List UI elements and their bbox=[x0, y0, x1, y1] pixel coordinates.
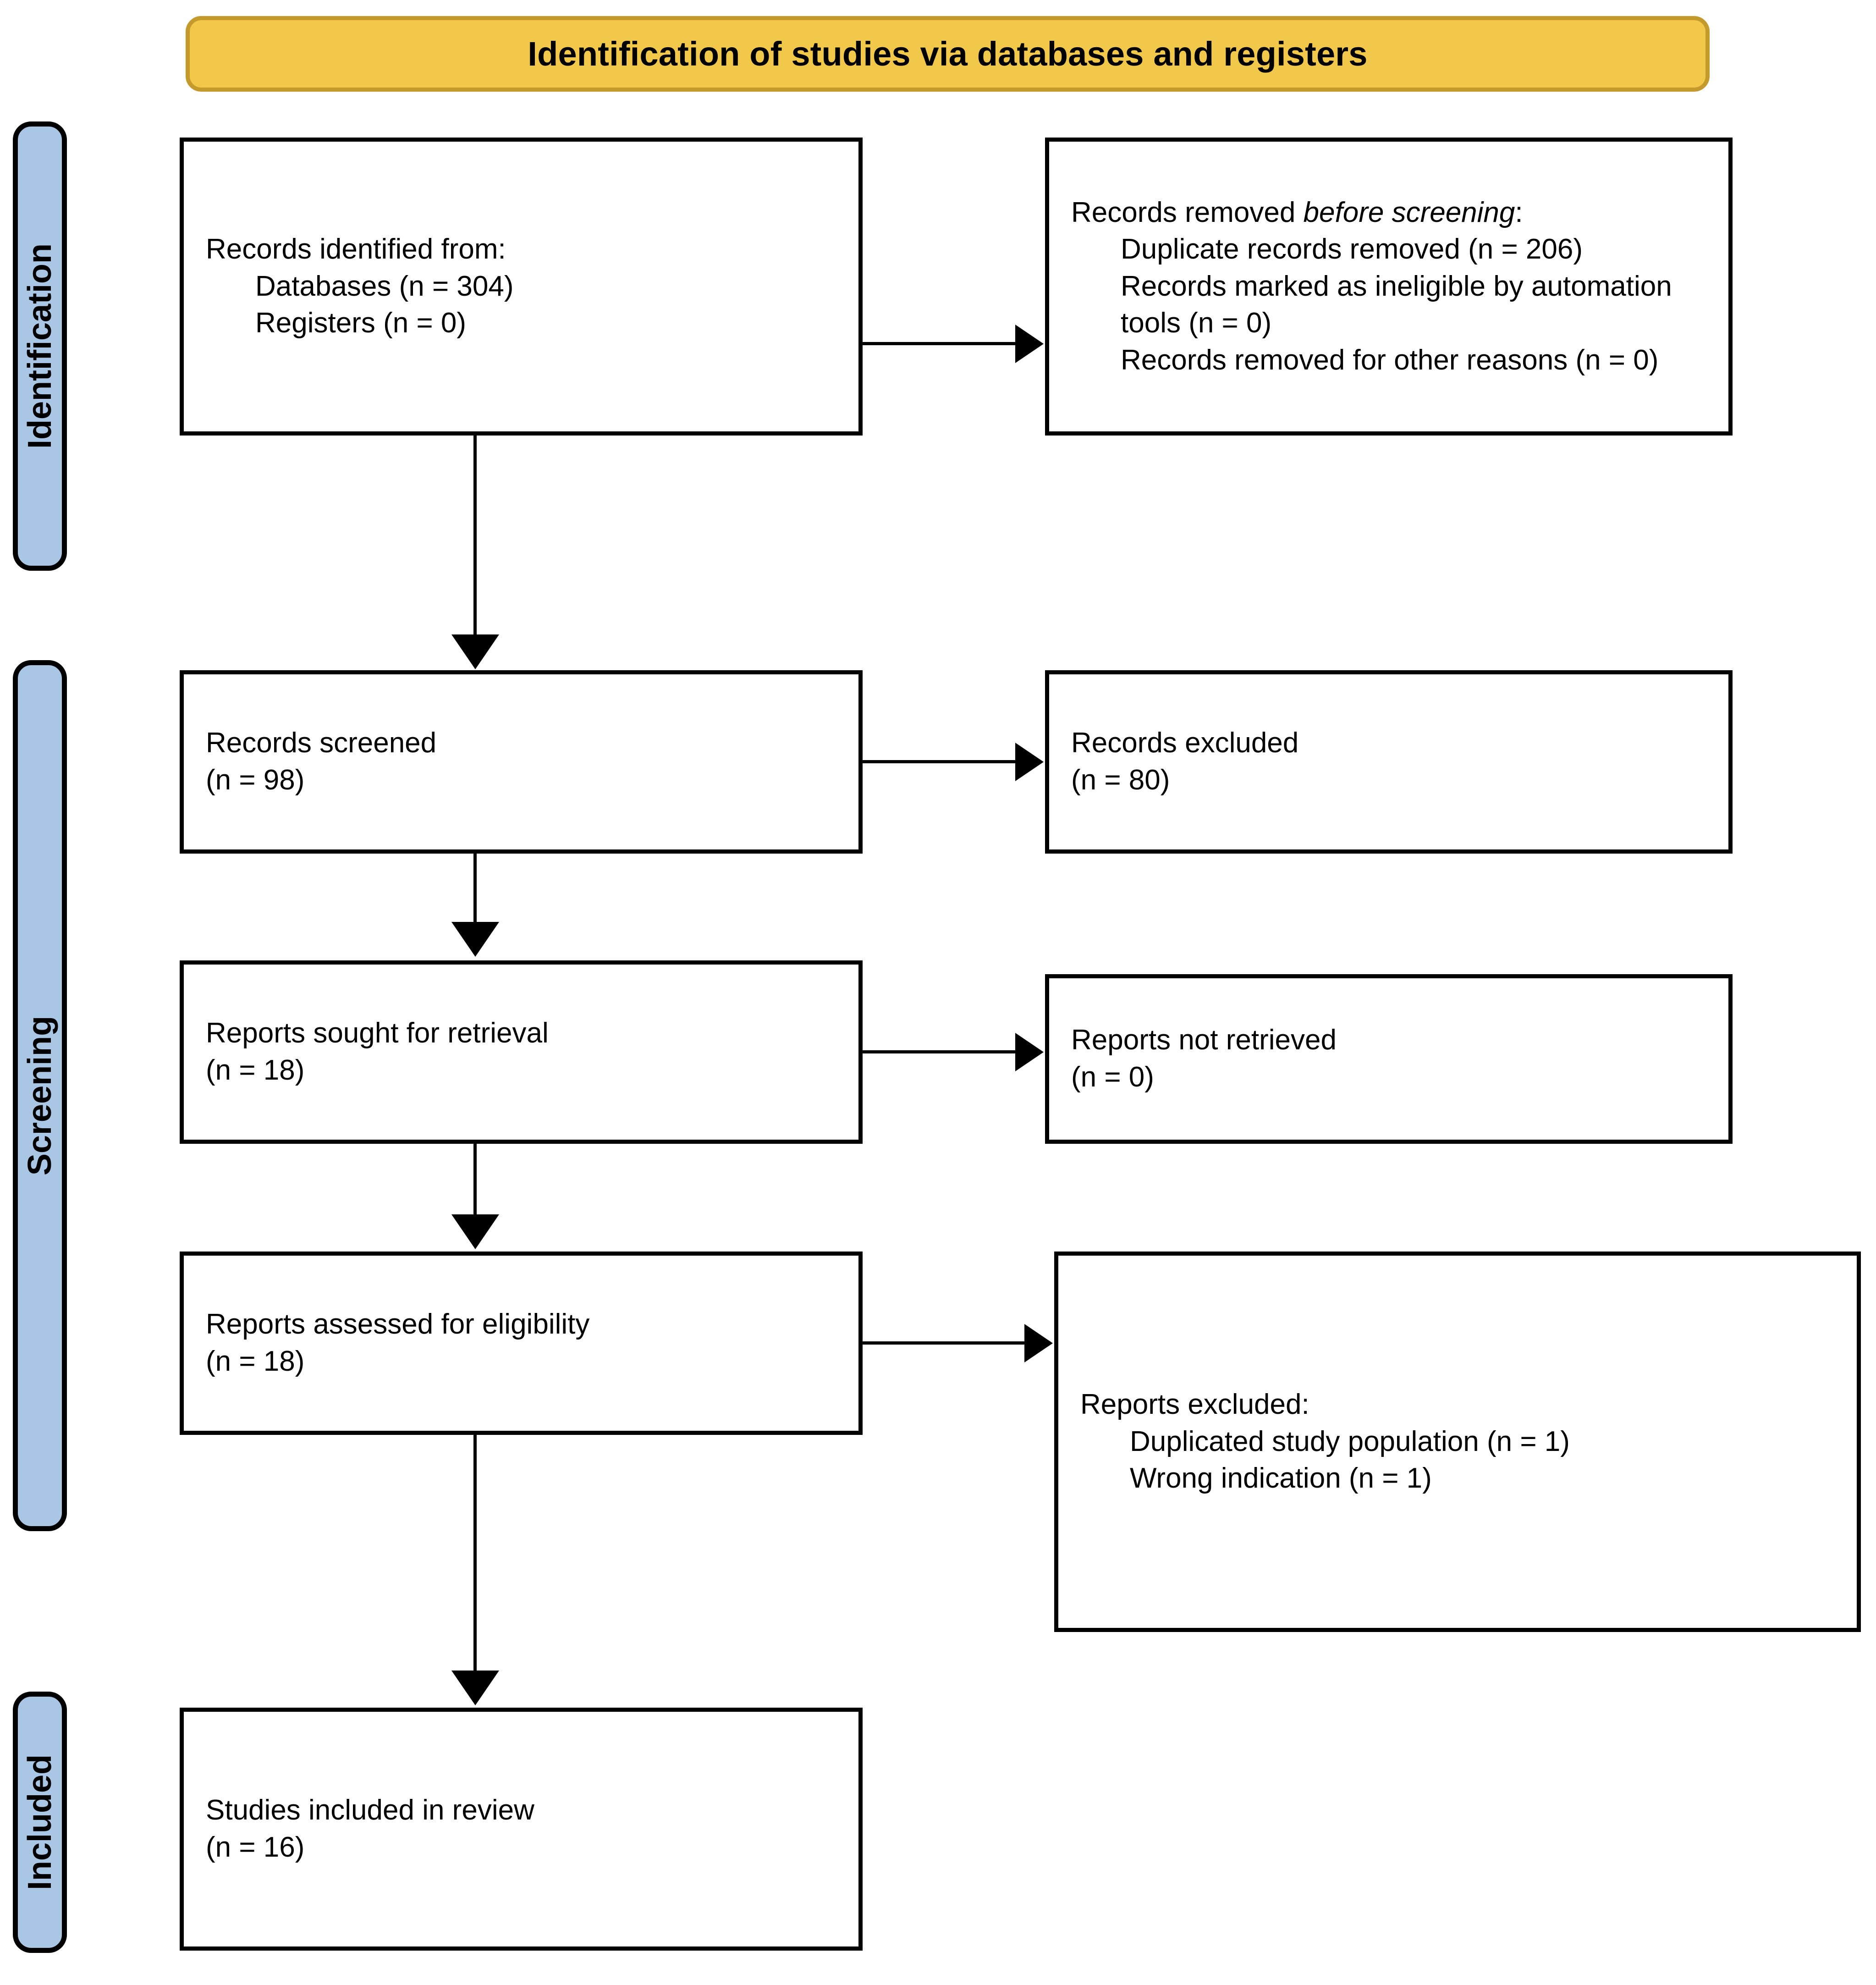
connector-line bbox=[473, 1144, 477, 1217]
connector-line bbox=[473, 854, 477, 925]
arrowhead-down-icon bbox=[451, 922, 499, 957]
box-records-removed-title-emphasis: before screening bbox=[1303, 196, 1515, 228]
box-studies-included: Studies included in review (n = 16) bbox=[180, 1708, 863, 1951]
box-records-screened-title: Records screened bbox=[206, 727, 437, 759]
box-records-excluded-title: Records excluded bbox=[1071, 727, 1299, 759]
stage-bar-included: Included bbox=[13, 1692, 67, 1953]
box-records-identified-item-databases: Databases (n = 304) bbox=[255, 270, 514, 302]
box-records-identified-title: Records identified from: bbox=[206, 233, 506, 265]
phase-banner-label: Identification of studies via databases … bbox=[528, 35, 1368, 73]
box-reports-assessed-count: (n = 18) bbox=[206, 1345, 305, 1377]
arrowhead-right-icon bbox=[1015, 325, 1044, 363]
box-records-identified-item-registers: Registers (n = 0) bbox=[255, 307, 467, 339]
arrowhead-right-icon bbox=[1015, 1033, 1044, 1071]
stage-label-identification: Identification bbox=[22, 243, 58, 449]
arrowhead-down-icon bbox=[451, 1671, 499, 1705]
box-reports-sought-count: (n = 18) bbox=[206, 1054, 305, 1086]
connector-line bbox=[473, 1435, 477, 1673]
box-records-screened-count: (n = 98) bbox=[206, 764, 305, 796]
box-records-identified: Records identified from: Databases (n = … bbox=[180, 138, 863, 436]
box-records-removed-item-duplicates: Duplicate records removed (n = 206) bbox=[1121, 233, 1583, 265]
box-records-excluded-count: (n = 80) bbox=[1071, 764, 1170, 796]
box-reports-excluded-title: Reports excluded: bbox=[1080, 1389, 1309, 1421]
box-records-removed-title-suffix: : bbox=[1515, 196, 1523, 228]
stage-bar-identification: Identification bbox=[13, 121, 67, 571]
phase-banner-identification: Identification of studies via databases … bbox=[186, 16, 1710, 92]
box-reports-excluded: Reports excluded: Duplicated study popul… bbox=[1054, 1252, 1861, 1632]
box-records-screened: Records screened (n = 98) bbox=[180, 670, 863, 854]
stage-label-screening: Screening bbox=[22, 1015, 58, 1176]
box-reports-not-retrieved: Reports not retrieved (n = 0) bbox=[1045, 974, 1733, 1144]
box-reports-assessed-title: Reports assessed for eligibility bbox=[206, 1308, 590, 1340]
box-studies-included-title: Studies included in review bbox=[206, 1794, 534, 1826]
box-reports-sought: Reports sought for retrieval (n = 18) bbox=[180, 960, 863, 1144]
arrowhead-right-icon bbox=[1015, 743, 1044, 781]
arrowhead-right-icon bbox=[1024, 1324, 1053, 1362]
stage-label-included: Included bbox=[22, 1754, 59, 1891]
arrowhead-down-icon bbox=[451, 634, 499, 669]
stage-bar-screening: Screening bbox=[13, 660, 67, 1531]
box-records-removed-title-prefix: Records removed bbox=[1071, 196, 1304, 228]
box-records-removed-item-automation: Records marked as ineligible by automati… bbox=[1121, 270, 1672, 339]
connector-line bbox=[863, 760, 1016, 763]
box-reports-sought-title: Reports sought for retrieval bbox=[206, 1017, 549, 1049]
connector-line bbox=[863, 342, 1016, 345]
connector-line bbox=[473, 436, 477, 637]
box-reports-excluded-item-wrong-indication: Wrong indication (n = 1) bbox=[1130, 1462, 1432, 1494]
box-records-removed-item-other: Records removed for other reasons (n = 0… bbox=[1121, 344, 1659, 376]
arrowhead-down-icon bbox=[451, 1214, 499, 1249]
box-records-removed-title: Records removed before screening: bbox=[1071, 194, 1706, 232]
box-records-removed-before-screening: Records removed before screening: Duplic… bbox=[1045, 138, 1733, 436]
box-records-excluded: Records excluded (n = 80) bbox=[1045, 670, 1733, 854]
box-reports-assessed: Reports assessed for eligibility (n = 18… bbox=[180, 1252, 863, 1435]
box-studies-included-count: (n = 16) bbox=[206, 1831, 305, 1863]
connector-line bbox=[863, 1050, 1016, 1053]
connector-line bbox=[863, 1341, 1025, 1345]
box-reports-excluded-item-duplicated-population: Duplicated study population (n = 1) bbox=[1130, 1425, 1570, 1457]
box-reports-not-retrieved-count: (n = 0) bbox=[1071, 1061, 1154, 1093]
box-reports-not-retrieved-title: Reports not retrieved bbox=[1071, 1024, 1337, 1056]
